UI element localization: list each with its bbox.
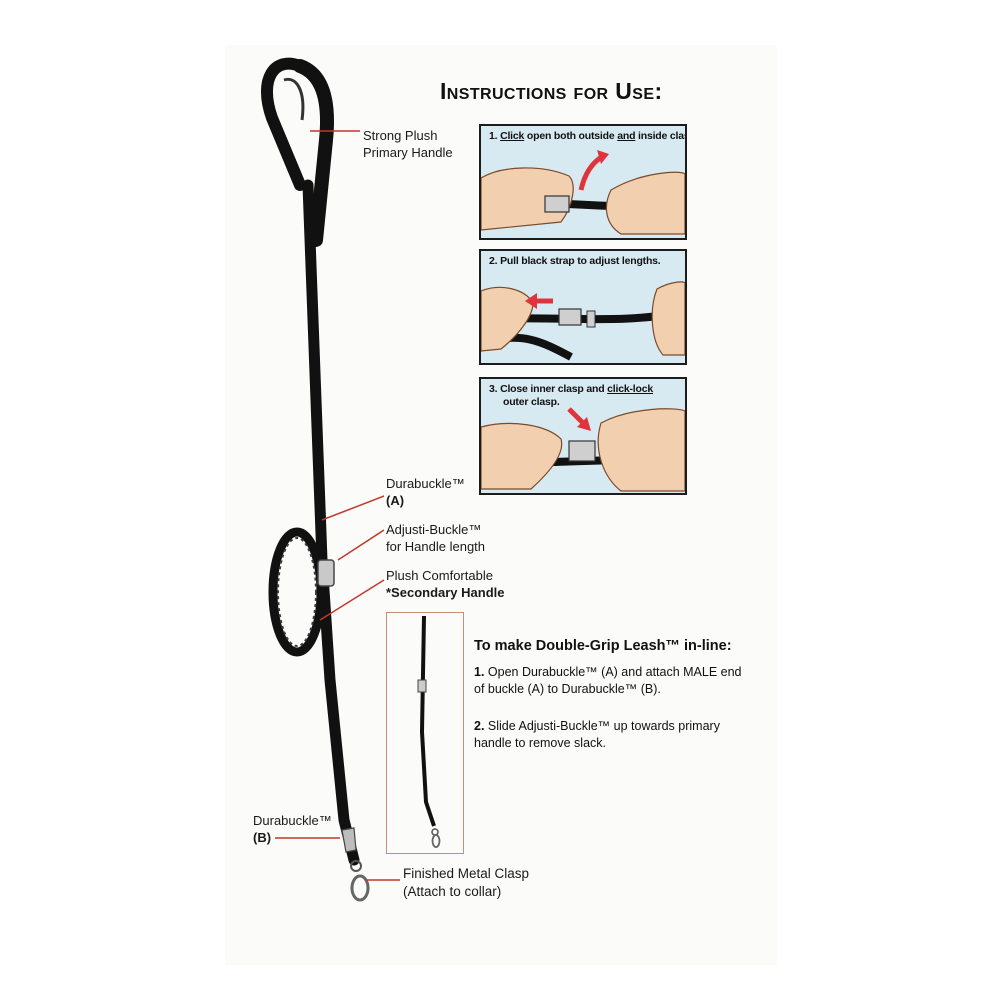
durabuckle-b-label: Durabuckle™ (B) xyxy=(253,813,332,845)
inline-step-1: 1. Open Durabuckle™ (A) and attach MALE … xyxy=(474,665,742,696)
step-2-illustration xyxy=(481,281,685,361)
step-panel-2: 2. Pull black strap to adjust lengths. xyxy=(479,249,687,365)
inline-heading: To make Double-Grip Leash™ in-line: xyxy=(474,638,732,654)
secondary-handle xyxy=(268,527,326,657)
primary-handle-right xyxy=(293,59,334,247)
arrow-left-icon xyxy=(525,293,537,309)
inline-leash-box xyxy=(386,612,464,854)
clasp-lock-shape xyxy=(568,440,596,462)
step-1-illustration xyxy=(481,150,685,235)
step-1-caption: 1. Click open both outside and inside cl… xyxy=(489,130,685,142)
arrow-down-icon xyxy=(577,417,591,431)
metal-clasp-shape xyxy=(350,874,370,902)
secondary-handle-label: Plush Comfortable *Secondary Handle xyxy=(386,568,505,600)
primary-handle-label: Strong Plush Primary Handle xyxy=(363,128,453,160)
inline-buckle-shape xyxy=(417,679,427,693)
buckle-shape xyxy=(558,308,582,326)
main-strap xyxy=(302,179,360,866)
step-3-caption: 3. Close inner clasp and click-lock oute… xyxy=(489,383,654,408)
adjusti-buckle xyxy=(317,559,335,587)
clasp-shape xyxy=(544,195,570,213)
step-panel-1: 1. Click open both outside and inside cl… xyxy=(479,124,687,240)
primary-handle-plush xyxy=(283,77,305,121)
adjusti-buckle-label: Adjusti-Buckle™ for Handle length xyxy=(386,522,486,554)
page-title: Instructions for Use: xyxy=(440,78,663,104)
arrow-icon xyxy=(597,150,609,164)
primary-handle-left xyxy=(261,57,306,191)
step-3-illustration xyxy=(481,407,685,492)
step-panel-3: 3. Close inner clasp and click-lock oute… xyxy=(479,377,687,495)
inline-leash-illustration xyxy=(417,615,441,848)
durabuckle-a-label: Durabuckle™ (A) xyxy=(386,476,465,508)
step-2-caption: 2. Pull black strap to adjust lengths. xyxy=(489,255,661,267)
durabuckle-b-shape xyxy=(341,827,357,853)
inline-clasp-shape xyxy=(431,834,441,848)
inline-step-2: 2. Slide Adjusti-Buckle™ up towards prim… xyxy=(474,719,720,750)
clasp-ring xyxy=(350,860,362,872)
metal-clasp-label: Finished Metal Clasp (Attach to collar) xyxy=(403,866,530,899)
